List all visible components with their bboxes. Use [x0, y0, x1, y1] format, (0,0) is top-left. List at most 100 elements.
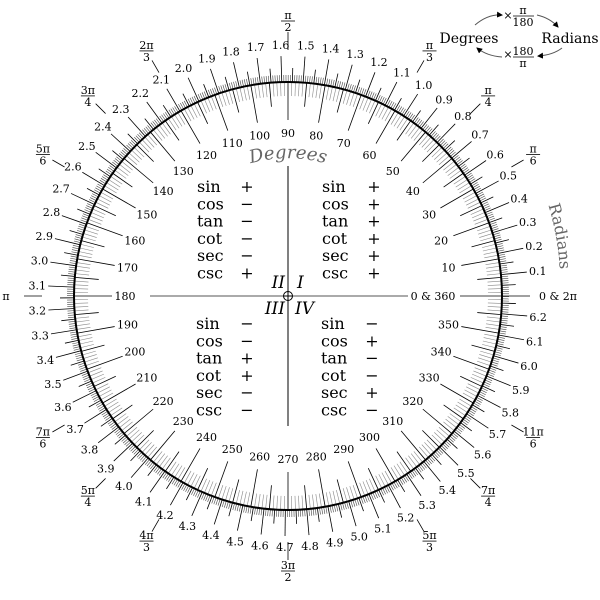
degree-label: 80	[309, 129, 323, 142]
radian-mid-tick	[206, 495, 213, 510]
radian-minor-tick	[232, 503, 235, 511]
radian-minor-tick	[178, 103, 183, 111]
radian-minor-tick	[424, 125, 430, 132]
radian-minor-tick	[76, 356, 83, 360]
degree-minor-tick	[486, 316, 501, 319]
conversion-diagram: Degrees Radians × π 180 × 180 π	[440, 4, 599, 70]
degree-minor-tick	[246, 85, 251, 100]
radian-major-tick	[210, 68, 220, 94]
degree-minor-tick	[308, 494, 311, 509]
radian-minor-tick	[426, 458, 432, 465]
radian-minor-tick	[430, 455, 436, 462]
radian-major-tick	[453, 430, 475, 448]
radian-minor-tick	[82, 374, 90, 378]
radian-label: 2.9	[36, 230, 54, 243]
degree-minor-tick	[254, 493, 258, 508]
radian-label: 4.5	[226, 535, 244, 548]
degree-minor-tick	[336, 88, 341, 103]
radian-minor-tick	[105, 416, 112, 421]
radian-minor-tick	[131, 447, 138, 453]
radian-label: 4.4	[202, 529, 220, 542]
degree-major-tick	[422, 408, 453, 434]
degree-minor-tick	[431, 147, 443, 158]
radian-minor-tick	[456, 160, 463, 166]
degree-minor-tick	[473, 370, 487, 377]
degree-label: 150	[136, 209, 157, 222]
degree-minor-tick	[329, 86, 333, 101]
degree-minor-tick	[438, 155, 450, 166]
trig-sign: −	[240, 229, 253, 248]
degree-mid-tick	[93, 375, 116, 387]
radian-minor-tick	[437, 448, 444, 454]
radian-label: 5.8	[502, 407, 520, 420]
radian-mid-tick	[496, 345, 510, 350]
radian-minor-tick	[83, 376, 91, 380]
radian-minor-tick	[432, 132, 438, 139]
radian-mid-tick	[127, 133, 138, 145]
radian-minor-tick	[252, 77, 255, 85]
radian-minor-tick	[333, 504, 337, 512]
radian-minor-tick	[494, 236, 502, 240]
degree-minor-tick	[312, 494, 315, 509]
degree-label: 180	[115, 290, 136, 303]
radian-minor-tick	[408, 472, 413, 479]
radian-minor-tick	[481, 201, 489, 206]
degree-minor-tick	[156, 127, 166, 139]
degree-minor-tick	[318, 493, 322, 508]
radian-minor-tick	[371, 92, 375, 100]
degree-major-tick	[453, 355, 490, 370]
radian-minor-tick	[74, 238, 82, 241]
radian-minor-tick	[439, 140, 446, 146]
radian-minor-tick	[245, 505, 248, 513]
radian-minor-tick	[85, 382, 93, 387]
radian-major-tick	[149, 470, 166, 493]
radian-minor-tick	[468, 409, 476, 415]
degree-minor-tick	[486, 273, 501, 276]
radian-minor-tick	[88, 388, 96, 393]
radian-minor-tick	[121, 149, 128, 155]
degree-label: 130	[173, 165, 194, 178]
radian-minor-tick	[267, 509, 269, 517]
radian-minor-tick	[197, 94, 202, 101]
radian-label: 2.2	[132, 87, 150, 100]
degree-minor-tick	[100, 392, 114, 401]
radian-minor-tick	[218, 86, 222, 93]
radian-minor-tick	[101, 410, 108, 416]
degree-minor-tick	[141, 442, 152, 453]
degree-minor-tick	[421, 136, 432, 148]
radian-minor-tick	[113, 159, 120, 165]
radian-label: 5.3	[418, 499, 436, 512]
radian-minor-tick	[159, 115, 165, 122]
radian-minor-tick	[134, 137, 140, 143]
trig-function-name: csc	[322, 264, 348, 283]
radian-mid-tick	[446, 438, 458, 449]
degree-major-tick	[102, 383, 136, 404]
radian-minor-tick	[201, 492, 205, 500]
radian-minor-tick	[501, 278, 509, 280]
degree-major-tick	[440, 383, 474, 404]
radian-minor-tick	[461, 167, 469, 172]
radian-minor-tick	[128, 444, 135, 450]
degree-major-tick	[422, 158, 453, 184]
radian-minor-tick	[187, 98, 192, 106]
radian-label: 4.0	[115, 480, 133, 493]
radian-minor-tick	[154, 119, 159, 126]
degree-minor-tick	[139, 439, 150, 451]
radian-minor-tick	[193, 95, 198, 103]
radian-minor-tick	[468, 176, 475, 181]
radian-mid-tick	[114, 434, 126, 445]
degree-minor-tick	[89, 215, 103, 222]
radian-minor-tick	[476, 191, 484, 196]
trig-function-name: cos	[322, 194, 349, 213]
radian-major-tick	[484, 202, 510, 214]
radian-minor-tick	[384, 486, 388, 494]
degree-minor-tick	[384, 108, 393, 122]
radian-minor-tick	[476, 397, 483, 401]
radian-minor-tick	[106, 168, 113, 174]
radian-minor-tick	[496, 343, 504, 346]
radian-minor-tick	[362, 496, 366, 504]
degree-minor-tick	[126, 426, 138, 437]
radian-minor-tick	[377, 95, 381, 102]
trig-function-name: cos	[196, 331, 223, 350]
radian-minor-tick	[500, 317, 508, 320]
